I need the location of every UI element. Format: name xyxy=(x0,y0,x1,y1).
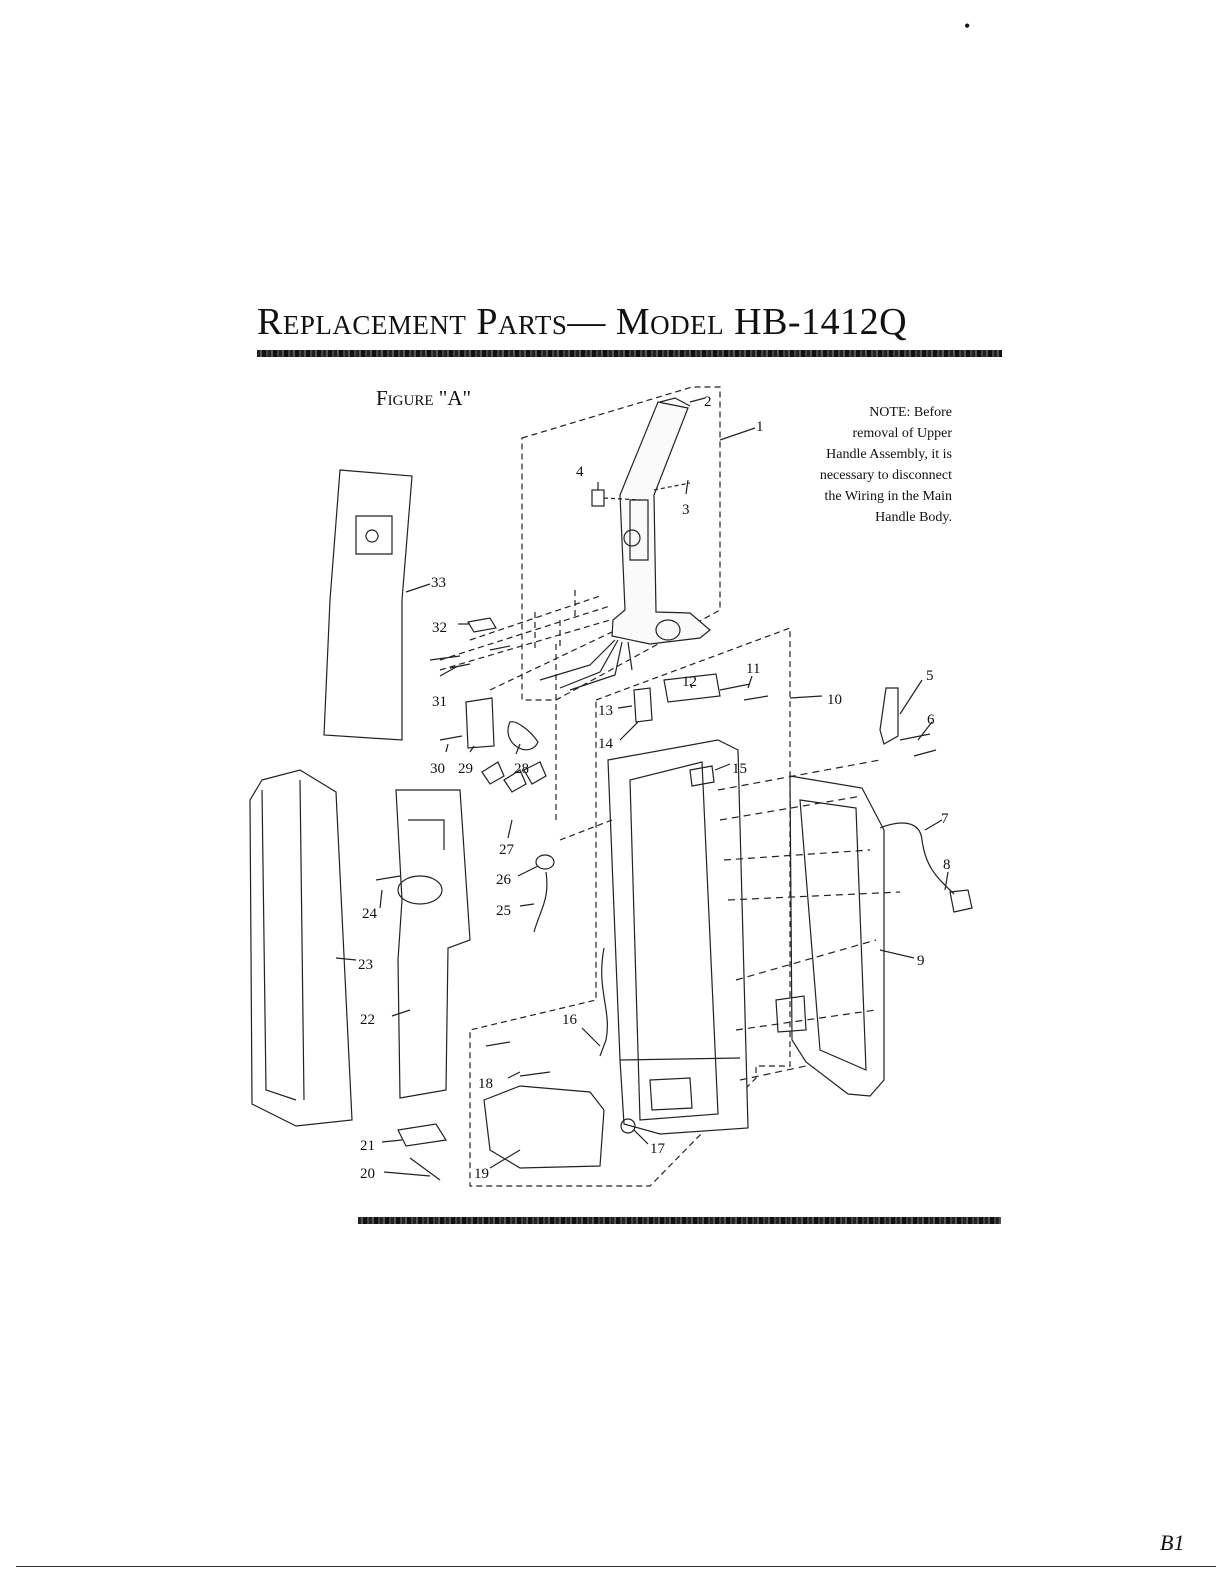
part-20-rod xyxy=(409,1157,441,1181)
callout-32: 32 xyxy=(432,620,447,636)
part-8-plug xyxy=(949,889,973,913)
callout-5: 5 xyxy=(926,668,934,684)
part-26-switch xyxy=(535,854,555,870)
stray-mark: • xyxy=(964,16,971,36)
callout-16: 16 xyxy=(562,1012,578,1028)
callout-18: 18 xyxy=(478,1076,493,1092)
part-10-main-handle xyxy=(607,739,749,1135)
upper-handle-top xyxy=(659,397,691,407)
part-24-screw xyxy=(375,875,401,881)
callout-26: 26 xyxy=(496,872,512,888)
page-title: Replacement Parts— Model HB-1412Q xyxy=(257,301,908,343)
note-block: NOTE: Before removal of Upper Handle Ass… xyxy=(770,402,952,528)
part-11-screws xyxy=(719,683,769,701)
part-6-screws xyxy=(899,733,937,757)
part-25-wire xyxy=(533,871,548,933)
callout-12: 12 xyxy=(682,674,697,690)
callout-33: 33 xyxy=(431,575,446,591)
part-23-side-panel xyxy=(249,769,353,1127)
note-line: necessary to disconnect xyxy=(819,468,952,483)
part-17-wheel xyxy=(620,1118,636,1134)
part-22-chute xyxy=(395,789,471,1099)
part-28-tie xyxy=(507,721,539,751)
upper-handle-group-box xyxy=(521,386,721,701)
page-bottom-line xyxy=(16,1566,1216,1567)
bottom-rule xyxy=(358,1217,1001,1224)
part-12-bracket xyxy=(663,673,721,703)
callout-10: 10 xyxy=(827,692,842,708)
callout-2: 2 xyxy=(704,394,712,410)
page-mark: B1 xyxy=(1160,1530,1185,1555)
callout-11: 11 xyxy=(746,661,760,677)
callout-23: 23 xyxy=(358,957,373,973)
callout-27: 27 xyxy=(499,842,515,858)
callout-25: 25 xyxy=(496,903,511,919)
upper-handle-knob xyxy=(623,529,641,547)
part-29-plate xyxy=(465,697,495,749)
note-line: NOTE: Before xyxy=(869,405,952,420)
note-line: the Wiring in the Main xyxy=(824,489,953,504)
figure-label: Figure "A" xyxy=(376,386,472,410)
callout-30: 30 xyxy=(430,761,445,777)
note-line: removal of Upper xyxy=(852,426,952,441)
part-30-screw xyxy=(439,735,463,741)
part-21-gasket xyxy=(397,1123,447,1147)
callout-20: 20 xyxy=(360,1166,375,1182)
callout-21: 21 xyxy=(360,1138,375,1154)
callout-7: 7 xyxy=(941,811,949,827)
callout-19: 19 xyxy=(474,1166,489,1182)
note-line: Handle Body. xyxy=(875,510,952,525)
callout-22: 22 xyxy=(360,1012,375,1028)
part-16-cord xyxy=(599,947,608,1057)
upper-handle xyxy=(611,401,711,645)
note-line: Handle Assembly, it is xyxy=(826,447,952,462)
callout-24: 24 xyxy=(362,906,378,922)
callout-8: 8 xyxy=(943,857,951,873)
chute-port xyxy=(397,875,443,905)
part-18-screws xyxy=(485,1041,551,1077)
callout-1: 1 xyxy=(756,419,764,435)
part-31-screws xyxy=(429,645,511,669)
callout-29: 29 xyxy=(458,761,473,777)
upper-handle-grip xyxy=(629,499,649,561)
part-9-back-cover xyxy=(789,775,885,1097)
callout-28: 28 xyxy=(514,761,529,777)
callout-14: 14 xyxy=(598,736,614,752)
bag-collar xyxy=(355,515,393,555)
handle-wiring xyxy=(539,639,633,691)
callout-17: 17 xyxy=(650,1141,666,1157)
callout-9: 9 xyxy=(917,953,925,969)
callout-13: 13 xyxy=(598,703,613,719)
callout-15: 15 xyxy=(732,761,747,777)
part-19-base xyxy=(483,1085,605,1169)
part-5-hook xyxy=(879,687,899,745)
part-27-wire-nuts xyxy=(481,761,547,793)
part-4-clip xyxy=(591,489,605,507)
title-rule xyxy=(257,350,1002,357)
callout-6: 6 xyxy=(927,712,935,728)
part-32-clip xyxy=(467,617,497,633)
callout-31: 31 xyxy=(432,694,447,710)
callout-4: 4 xyxy=(576,464,584,480)
part-7-cord xyxy=(879,822,955,895)
callout-3: 3 xyxy=(682,502,690,518)
upper-handle-pivot xyxy=(655,619,681,641)
part-33-bag xyxy=(323,469,413,741)
part-15-clip xyxy=(689,765,715,787)
part-13-switch xyxy=(633,687,653,723)
